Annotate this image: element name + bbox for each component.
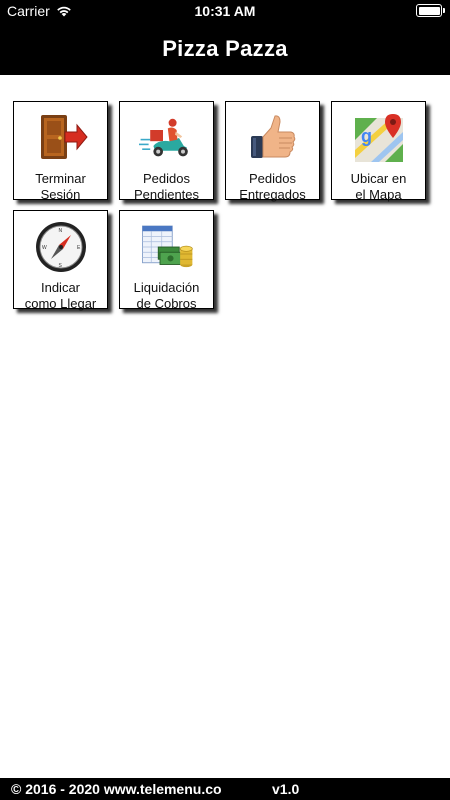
logout-button[interactable]: Terminar Sesión	[13, 101, 108, 202]
wifi-icon	[56, 6, 71, 17]
carrier-label: Carrier	[7, 3, 50, 19]
copyright-text: © 2016 - 2020 www.telemenu.co	[11, 781, 222, 797]
money-spreadsheet-icon	[139, 219, 195, 275]
locate-on-map-button[interactable]: g Ubicar en el Mapa	[331, 101, 426, 202]
thumbs-up-icon	[245, 110, 301, 166]
page-title: Pizza Pazza	[162, 35, 288, 61]
svg-text:S: S	[58, 263, 62, 269]
svg-text:E: E	[77, 245, 81, 251]
version-text: v1.0	[272, 781, 300, 797]
app-header: Pizza Pazza	[0, 22, 450, 75]
delivered-orders-label: Pedidos Entregados	[239, 171, 306, 202]
payments-settlement-button[interactable]: Liquidación de Cobros	[119, 210, 214, 311]
pending-orders-button[interactable]: Pedidos Pendientes	[119, 101, 214, 202]
payments-settlement-label: Liquidación de Cobros	[133, 280, 200, 311]
battery-icon	[416, 4, 445, 17]
map-pin-icon: g	[351, 110, 407, 166]
compass-icon: N S W E	[33, 219, 89, 275]
status-time: 10:31 AM	[194, 3, 256, 19]
status-bar: Carrier 10:31 AM	[0, 0, 450, 22]
menu-grid: Terminar Sesión	[13, 101, 443, 311]
carrier-group: Carrier	[7, 3, 72, 19]
app-footer: © 2016 - 2020 www.telemenu.co v1.0	[0, 778, 450, 800]
logout-label: Terminar Sesión	[35, 171, 86, 202]
locate-on-map-label: Ubicar en el Mapa	[350, 171, 407, 202]
directions-label: Indicar como Llegar	[24, 280, 97, 311]
door-exit-icon	[33, 110, 89, 166]
svg-text:W: W	[42, 245, 47, 251]
delivery-scooter-icon	[138, 110, 195, 166]
directions-button[interactable]: N S W E Indicar como Llegar	[13, 210, 108, 311]
delivered-orders-button[interactable]: Pedidos Entregados	[225, 101, 320, 202]
svg-text:g: g	[361, 126, 372, 146]
svg-text:N: N	[58, 228, 62, 234]
pending-orders-label: Pedidos Pendientes	[133, 171, 200, 202]
